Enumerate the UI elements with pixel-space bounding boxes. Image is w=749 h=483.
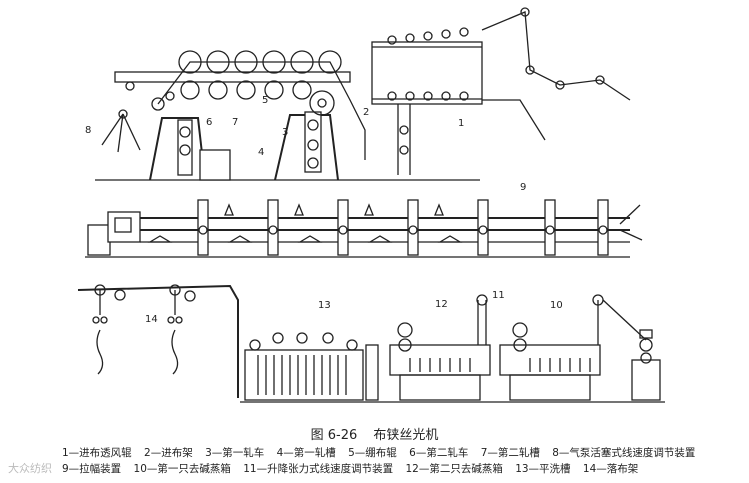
legend-item: 10—第一只去碱蒸箱 [133, 463, 231, 475]
callout-12: 12 [435, 299, 448, 310]
legend-item: 5—绷布辊 [348, 447, 397, 459]
legend-item: 4—第一轧槽 [276, 447, 336, 459]
legend: 1—进布透风辊 2—进布架 3—第一轧车 4—第一轧槽 5—绷布辊 6—第二轧车… [62, 445, 722, 477]
callout-14: 14 [145, 314, 158, 325]
figure-title-text: 布铗丝光机 [373, 428, 439, 443]
washing-tank-rollers [249, 332, 358, 395]
legend-item: 6—第二轧车 [409, 447, 469, 459]
legend-item: 3—第一轧车 [205, 447, 265, 459]
callout-9: 9 [520, 182, 526, 193]
legend-item: 14—落布架 [582, 463, 639, 475]
stenter-posts [197, 199, 609, 256]
callout-13: 13 [318, 300, 331, 311]
legend-item: 12—第二只去碱蒸箱 [405, 463, 503, 475]
callout-2: 2 [363, 107, 369, 118]
callout-1: 1 [458, 118, 464, 129]
callout-3: 3 [282, 127, 288, 138]
callout-6: 6 [206, 117, 212, 128]
bottom-section [77, 284, 665, 403]
callout-10: 10 [550, 300, 563, 311]
callout-7: 7 [232, 117, 238, 128]
spray-nozzles [147, 203, 463, 243]
legend-item: 7—第二轧槽 [480, 447, 540, 459]
callout-11: 11 [492, 290, 505, 301]
middle-section [85, 199, 643, 258]
legend-item: 1—进布透风辊 [62, 447, 132, 459]
figure-caption: 图 6-26 布铗丝光机 [0, 424, 749, 443]
callouts-top: 8 6 7 3 5 4 2 1 [85, 95, 464, 158]
mercerizing-machine-diagram: 8 6 7 3 5 4 2 1 [77, 7, 665, 403]
legend-item: 8—气泵活塞式线速度调节装置 [552, 447, 696, 459]
legend-item: 11—升降张力式线速度调节装置 [243, 463, 394, 475]
figure-number: 图 6-26 [310, 428, 358, 443]
top-section [95, 7, 631, 181]
callout-5: 5 [262, 95, 268, 106]
legend-item: 9—拉幅装置 [62, 463, 122, 475]
watermark: 大众纺织 [8, 462, 52, 475]
callout-8: 8 [85, 125, 91, 136]
callouts-bottom: 14 13 12 11 10 [145, 290, 563, 325]
legend-item: 2—进布架 [144, 447, 193, 459]
entry-rollers [387, 27, 469, 101]
legend-item: 13—平洗槽 [515, 463, 571, 475]
callout-4: 4 [258, 147, 264, 158]
